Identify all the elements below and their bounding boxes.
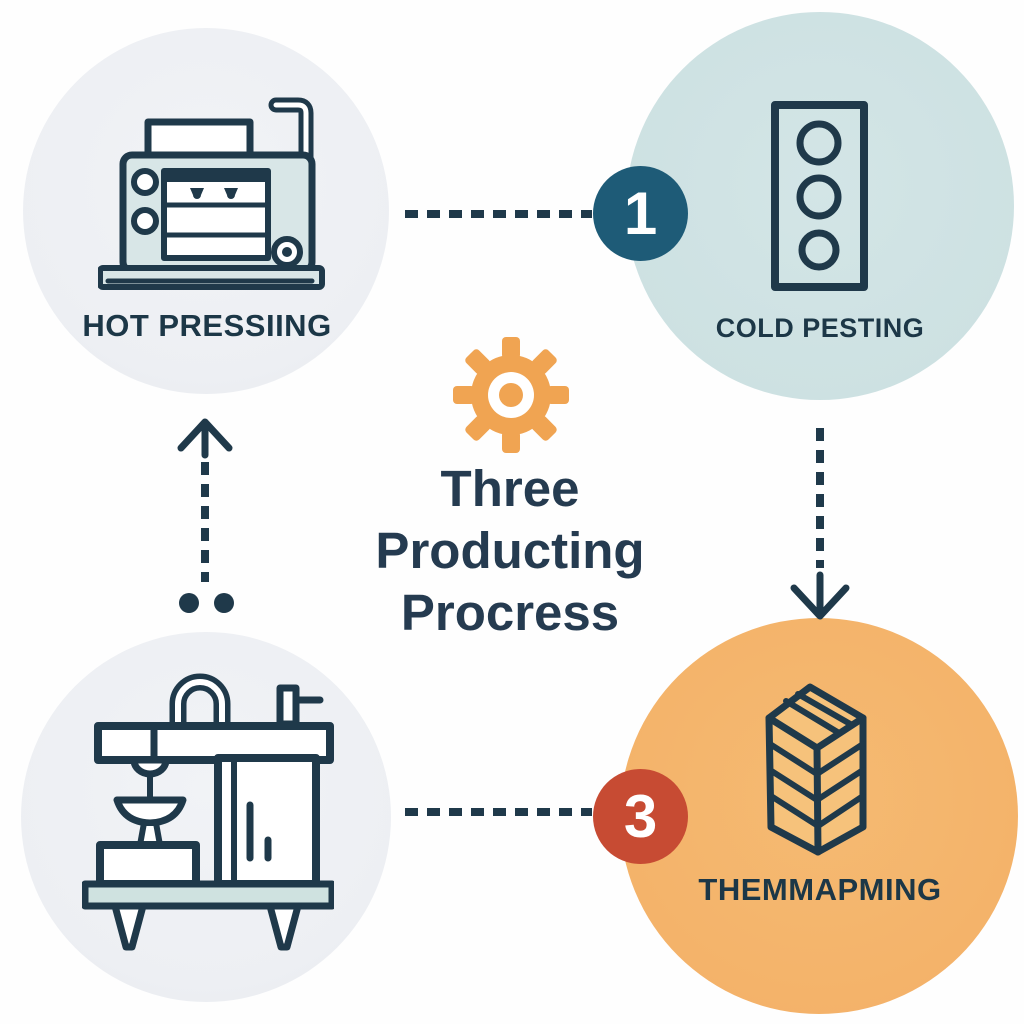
title-line-1: Three [440,460,580,517]
step-badge-3: 3 [593,769,688,864]
cold-press-panel-icon [771,101,868,291]
dot-right [214,593,234,613]
step-label-hot-pressing: HOT PRESSIING [82,308,332,343]
step-circle-cold-pesting [626,12,1014,400]
diagram-title: Three Producting Procress [375,458,644,644]
dot-left [179,593,199,613]
dashed-arrow-down [790,428,850,620]
badge-3-number: 3 [623,783,658,850]
step-label-cold-pesting: COLD PESTING [715,313,925,343]
gear-icon [453,337,569,453]
dashed-arrow-up-with-dots [177,418,234,613]
step-badge-1: 1 [593,166,688,261]
badge-1-number: 1 [623,180,658,247]
press-station-machine-icon [82,673,334,951]
title-line-3: Procress [400,584,620,641]
step-circle-forming-station [21,632,391,1002]
title-line-2: Producting [375,522,645,579]
step-label-thermoforming: THEMMAPMING [698,872,942,907]
stacked-layers-icon [765,683,867,856]
hot-press-machine-icon [98,97,325,290]
